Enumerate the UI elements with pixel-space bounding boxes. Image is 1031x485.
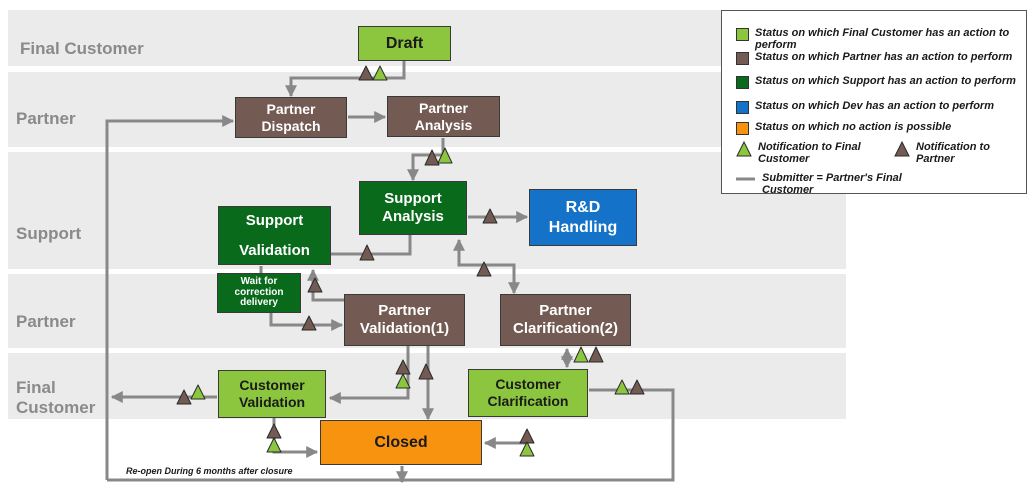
reopen-note: Re-open During 6 months after closure <box>126 466 293 476</box>
draft-to-dispatch-connector <box>285 61 406 98</box>
legend-notif-partner: Notification to Partner <box>894 141 1024 165</box>
notification-customer-icon <box>395 373 411 389</box>
legend-text-submitter: Submitter = Partner's Final Customer <box>762 172 902 196</box>
support-to-clarification-connector <box>453 238 520 295</box>
notification-customer-icon <box>372 65 388 81</box>
partner-validation-to-support-validation-connector <box>307 268 344 302</box>
notification-customer-icon <box>614 379 630 395</box>
notification-partner-icon <box>301 315 317 331</box>
legend-final-customer: Status on which Final Customer has an ac… <box>736 27 1018 51</box>
notification-partner-icon <box>176 389 192 405</box>
legend-notif-customer: Notification to Final Customer <box>736 141 886 165</box>
lane-label-partner-bottom: Partner <box>16 312 76 331</box>
submitter-arrow-icon <box>736 177 755 181</box>
status-partner-dispatch-label: Partner Dispatch <box>261 100 321 134</box>
notification-partner-icon <box>266 423 282 439</box>
legend-swatch-partner <box>736 52 749 65</box>
status-partner-dispatch[interactable]: Partner Dispatch <box>235 97 347 138</box>
legend-swatch-final-customer <box>736 28 749 41</box>
notification-partner-icon <box>588 346 604 363</box>
status-partner-analysis-label: Partner Analysis <box>414 99 473 133</box>
reopen-loop-connector <box>107 388 675 482</box>
notification-partner-icon <box>418 363 434 380</box>
status-partner-validation[interactable]: Partner Validation(1) <box>344 294 465 346</box>
lane-label-final-customer-bottom: Final Customer <box>16 378 96 417</box>
status-rd-handling[interactable]: R&D Handling <box>529 189 637 246</box>
status-support-analysis[interactable]: Support Analysis <box>359 181 467 235</box>
status-draft[interactable]: Draft <box>358 26 451 61</box>
notification-customer-icon <box>266 437 282 453</box>
legend-swatch-support <box>736 76 749 89</box>
legend-text-final-customer: Status on which Final Customer has an ac… <box>755 27 1010 51</box>
status-partner-clarification[interactable]: Partner Clarification(2) <box>500 294 631 346</box>
legend-swatch-dev <box>736 101 749 114</box>
status-closed[interactable]: Closed <box>320 420 482 465</box>
legend-swatch-none <box>736 122 749 135</box>
legend-none: Status on which no action is possible <box>736 121 1018 135</box>
notification-partner-icon <box>629 379 645 395</box>
wait-to-partner-validation-connector <box>269 313 344 331</box>
analysis-to-support-connector <box>407 138 445 182</box>
status-draft-label: Draft <box>385 34 424 52</box>
notification-partner-icon <box>482 208 498 224</box>
notification-customer-icon <box>736 141 752 157</box>
legend-text-dev: Status on which Dev has an action to per… <box>755 100 994 112</box>
legend-partner: Status on which Partner has an action to… <box>736 51 1018 65</box>
status-customer-clarification-label: Customer Clarification <box>487 376 569 409</box>
submitter-to-dispatch-connector <box>105 115 235 480</box>
legend-support: Status on which Support has an action to… <box>736 75 1018 89</box>
legend-text-none: Status on which no action is possible <box>755 121 952 133</box>
notification-partner-icon <box>358 65 374 81</box>
status-closed-label: Closed <box>374 433 428 451</box>
lane-label-support: Support <box>16 224 82 243</box>
legend-dev: Status on which Dev has an action to per… <box>736 100 1018 114</box>
notification-partner-icon <box>307 277 323 293</box>
status-support-validation-label: Support Validation <box>239 212 310 259</box>
notification-partner-icon <box>476 261 492 277</box>
legend: Status on which Final Customer has an ac… <box>721 10 1027 196</box>
lane-label-partner-top: Partner <box>16 109 76 128</box>
legend-text-notif-partner: Notification to Partner <box>916 141 990 165</box>
notification-partner-icon <box>359 244 375 261</box>
lane-label-final-customer-top: Final Customer <box>20 39 144 58</box>
notification-customer-icon <box>519 441 535 457</box>
status-wait-correction-label: Wait for correction delivery <box>234 276 284 309</box>
notification-customer-icon <box>190 384 206 400</box>
notification-partner-icon <box>424 149 440 166</box>
status-partner-clarification-label: Partner Clarification(2) <box>512 302 618 337</box>
status-partner-analysis[interactable]: Partner Analysis <box>387 96 500 137</box>
notification-customer-icon <box>437 147 453 164</box>
status-rd-handling-label: R&D Handling <box>548 199 618 236</box>
customer-validation-to-closed-connector <box>272 418 319 458</box>
legend-text-partner: Status on which Partner has an action to… <box>755 51 1013 63</box>
notification-customer-icon <box>573 346 589 363</box>
status-support-analysis-label: Support Analysis <box>382 190 444 225</box>
legend-text-support: Status on which Support has an action to… <box>755 75 1016 87</box>
notification-partner-icon <box>894 141 910 157</box>
legend-submitter: Submitter = Partner's Final Customer <box>736 172 936 196</box>
status-customer-validation-label: Customer Validation <box>238 377 306 410</box>
support-to-validation-connector <box>316 235 412 260</box>
partner-validation-to-customer-validation-connector <box>328 346 410 404</box>
status-customer-clarification[interactable]: Customer Clarification <box>468 369 588 417</box>
status-support-validation[interactable]: Support Validation <box>218 206 331 265</box>
status-customer-validation[interactable]: Customer Validation <box>218 370 326 418</box>
notification-partner-icon <box>519 428 535 444</box>
legend-text-notif-customer: Notification to Final Customer <box>758 141 861 165</box>
status-partner-validation-label: Partner Validation(1) <box>359 302 450 337</box>
status-wait-correction[interactable]: Wait for correction delivery <box>217 273 301 313</box>
